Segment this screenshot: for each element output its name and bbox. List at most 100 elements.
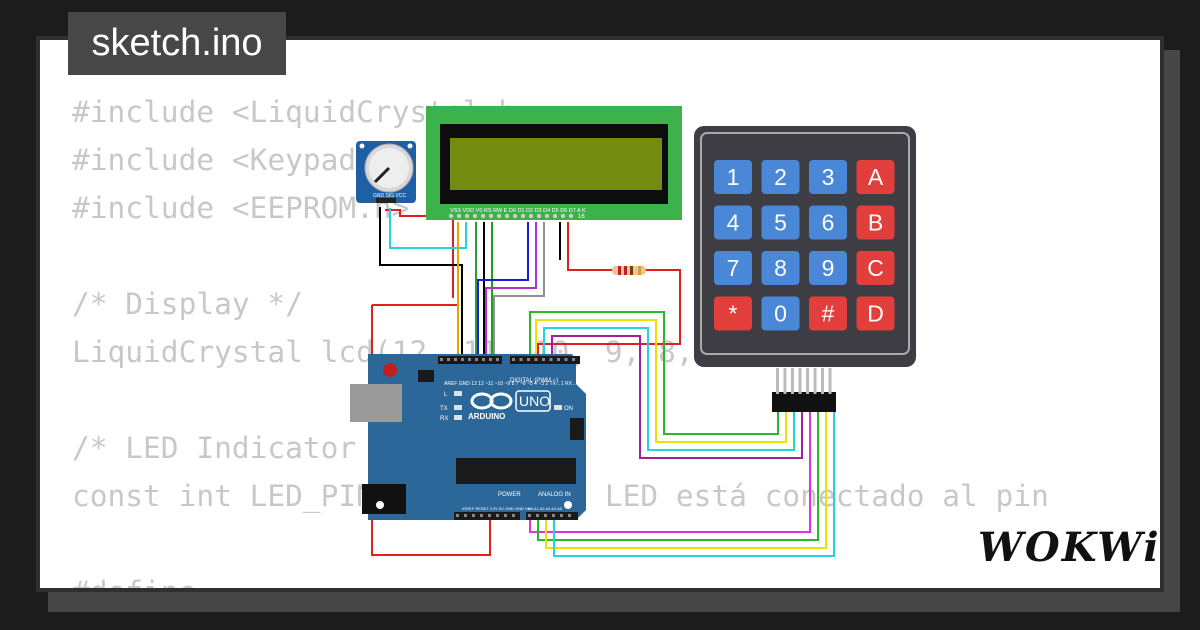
keypad-key-2[interactable]: 2 — [761, 160, 800, 194]
keypad-pin — [791, 368, 794, 394]
lcd-pin — [528, 213, 534, 219]
keypad-key-D[interactable]: D — [856, 296, 895, 331]
keypad-key-*[interactable]: * — [714, 296, 752, 331]
header-pin — [528, 514, 531, 517]
lcd-pin — [448, 213, 454, 219]
keypad-key-6[interactable]: 6 — [809, 205, 847, 240]
header-pin — [496, 514, 499, 517]
arduino-uno[interactable]: DIGITAL (PWM ~) AREF GND 13 12 ~11 ~10 ~… — [350, 354, 586, 520]
header-pin — [572, 358, 575, 361]
header-pin — [480, 514, 483, 517]
wires — [371, 207, 835, 557]
keypad-pin — [798, 368, 802, 394]
header-pin — [461, 358, 464, 361]
power-label: POWER — [498, 492, 521, 498]
header-pin — [527, 358, 530, 361]
lcd-pin — [512, 213, 518, 219]
header-pin — [454, 358, 457, 361]
keypad-pin — [783, 368, 787, 394]
lcd-pins — [448, 213, 574, 219]
keypad-key-0[interactable]: 0 — [761, 296, 800, 331]
keypad-pin — [776, 368, 779, 394]
resistor[interactable] — [612, 266, 646, 275]
keypad-key-label: 6 — [822, 210, 835, 236]
atmega-chip — [456, 458, 576, 484]
header-pin — [560, 514, 563, 517]
arduino-logo: UNO ARDUINO — [468, 390, 551, 421]
lcd-pin-labels: VSS VDD V0 RS RW E D0 D1 D2 D3 D4 D5 D6 … — [450, 208, 586, 214]
header-pin — [496, 358, 499, 361]
pot-label: GND SIG VCC — [373, 193, 406, 199]
keypad-key-label: 1 — [727, 164, 740, 190]
header-pin — [475, 358, 478, 361]
led-label-l: L — [444, 392, 448, 398]
header-pin — [557, 358, 560, 361]
keypad-key-#[interactable]: # — [809, 296, 847, 331]
keypad-key-A[interactable]: A — [856, 160, 895, 194]
digital-header — [438, 356, 580, 364]
keypad-key-4[interactable]: 4 — [714, 205, 752, 240]
code-line: LiquidCrystal lcd(12, 11, 10, 9, 8, 7); — [72, 335, 765, 369]
header-pin — [456, 514, 459, 517]
header-pin — [542, 358, 545, 361]
keypad-key-label: 0 — [774, 301, 787, 327]
lcd-pin — [456, 213, 462, 219]
on-label: ON — [564, 406, 573, 412]
led-label-rx: RX — [440, 416, 448, 422]
power-analog-header — [454, 512, 578, 520]
power-jack — [362, 484, 406, 514]
keypad-key-9[interactable]: 9 — [809, 251, 847, 285]
pot-knob-indicator — [373, 166, 391, 184]
usb-port — [350, 384, 402, 422]
header-pin — [519, 358, 523, 361]
header-pin — [468, 358, 471, 361]
code-line: #define ... — [72, 575, 268, 592]
keypad-pin — [821, 368, 824, 394]
header-pin — [512, 514, 515, 517]
keypad-key-3[interactable]: 3 — [809, 160, 847, 194]
analog-label: ANALOG IN — [538, 492, 571, 498]
code-background: #include <LiquidCrystal.h> #include <Key… — [72, 88, 1049, 592]
header-pin — [544, 514, 547, 517]
lcd-pin — [464, 213, 470, 219]
digital-label: DIGITAL (PWM ~) — [510, 378, 558, 384]
keypad-key-label: # — [822, 301, 835, 327]
code-line: /* Display */ — [72, 287, 303, 321]
file-tab[interactable]: sketch.ino — [68, 12, 286, 75]
lcd-pin — [496, 213, 502, 219]
keypad-key-7[interactable]: 7 — [714, 251, 752, 285]
lcd-pin — [560, 213, 566, 219]
keypad-pin — [813, 368, 817, 394]
keypad-connector — [772, 368, 836, 412]
lcd-pin — [520, 213, 526, 219]
header-pin — [512, 358, 515, 361]
keypad-key-label: 7 — [727, 255, 740, 281]
header-pin — [534, 358, 538, 361]
reset-button[interactable] — [383, 363, 397, 377]
lcd-pin-number: 16 — [578, 214, 585, 220]
potentiometer[interactable]: GND SIG VCC — [356, 141, 416, 203]
lcd-pin — [552, 213, 558, 219]
keypad-key-1[interactable]: 1 — [714, 160, 752, 194]
uno-logo-text: UNO — [519, 393, 550, 409]
header-pin — [489, 358, 492, 361]
keypad-pin — [806, 368, 809, 394]
header-pin — [440, 358, 443, 361]
lcd-display[interactable]: VSS VDD V0 RS RW E D0 D1 D2 D3 D4 D5 D6 … — [426, 106, 682, 220]
keypad-key-B[interactable]: B — [856, 205, 895, 240]
header-pin — [536, 514, 539, 517]
keypad-key-label: 3 — [822, 164, 835, 190]
keypad-key-label: 9 — [822, 255, 835, 281]
keypad-key-5[interactable]: 5 — [761, 205, 800, 240]
code-line: /* LED Indicator */ — [72, 431, 410, 465]
keypad-key-label: 5 — [774, 210, 787, 236]
keypad-key-label: 2 — [774, 164, 787, 190]
lcd-pin — [504, 213, 510, 219]
arduino-brand-text: ARDUINO — [468, 412, 505, 421]
keypad-key-8[interactable]: 8 — [761, 251, 800, 285]
keypad-key-C[interactable]: C — [856, 251, 895, 285]
keypad-pin — [828, 368, 832, 394]
